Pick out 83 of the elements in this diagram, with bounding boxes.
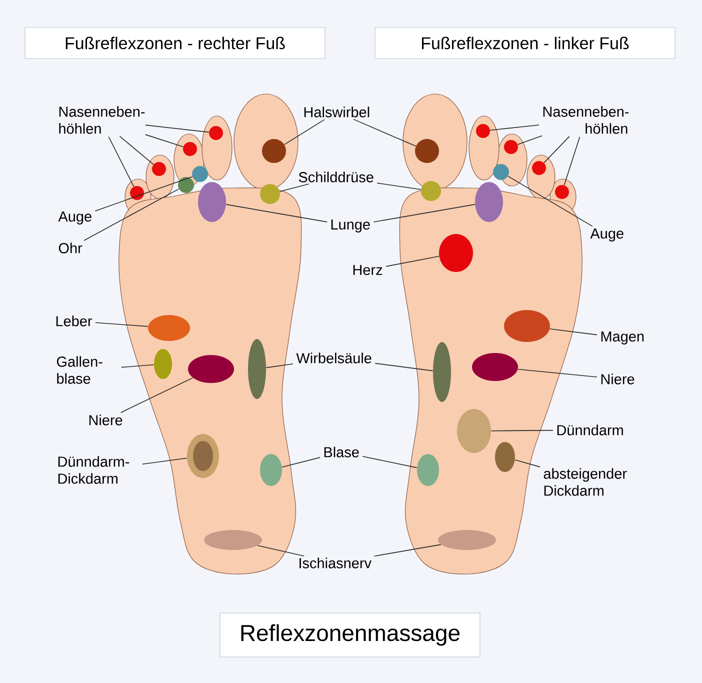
zone-label: Ohr	[58, 242, 82, 254]
zone-label: Herz	[353, 264, 382, 276]
reflex-zone	[493, 164, 509, 180]
reflex-zone	[415, 139, 439, 163]
reflex-zone	[433, 342, 451, 402]
zone-label: Magen	[601, 332, 644, 344]
leader-line	[142, 458, 188, 464]
leader-line	[94, 176, 193, 212]
zone-label: absteigender Dickdarm	[544, 468, 627, 496]
reflex-zone	[154, 349, 172, 379]
reflex-zone	[495, 442, 515, 472]
leader-line	[144, 134, 184, 148]
zone-label: Blase	[324, 446, 359, 458]
reflex-zone	[472, 353, 518, 381]
zone-label: Halswirbel	[304, 106, 370, 118]
reflex-zone	[187, 434, 219, 478]
reflex-zone	[421, 181, 441, 201]
zone-label: Nasenneben- höhlen	[59, 106, 145, 134]
reflex-zone	[192, 166, 208, 182]
heading-box: Fußreflexzonen - rechter Fuß	[24, 27, 326, 59]
leader-line	[564, 136, 580, 186]
reflex-zone	[188, 355, 234, 383]
leader-line	[373, 204, 476, 222]
reflex-zone	[438, 530, 496, 550]
leader-line	[376, 182, 422, 190]
leader-line	[121, 364, 154, 368]
reflex-zone	[204, 530, 262, 550]
leader-line	[549, 328, 598, 336]
zone-label: Ischiasnerv	[300, 558, 372, 568]
leader-line	[84, 188, 180, 241]
zone-label: Auge	[58, 212, 92, 224]
leader-line	[95, 322, 148, 327]
reflex-zone	[504, 140, 518, 154]
reflex-zone	[504, 310, 550, 342]
reflex-zone	[130, 186, 144, 200]
reflex-zone	[209, 126, 223, 140]
reflex-zone	[417, 454, 439, 486]
leader-line	[353, 118, 416, 147]
leader-line	[386, 256, 440, 267]
reflex-zone	[476, 124, 490, 138]
leader-line	[284, 119, 325, 145]
reflex-zone	[183, 142, 197, 156]
zone-label: Auge	[590, 228, 624, 242]
heading-box: Fußreflexzonen - linker Fuß	[374, 27, 676, 59]
reflex-zone	[178, 177, 194, 193]
reflex-zone	[532, 161, 546, 175]
zone-label: Schilddrüse	[298, 172, 374, 182]
reflex-zone	[260, 454, 282, 486]
reflex-zone	[260, 184, 280, 204]
leader-line	[282, 457, 320, 468]
reflex-zone	[457, 409, 491, 453]
leader-line	[119, 136, 154, 165]
leader-line	[518, 368, 598, 378]
leader-line	[226, 204, 328, 222]
zone-label: Nasenneben- höhlen	[543, 106, 629, 134]
leader-line	[544, 136, 570, 164]
leader-line	[508, 176, 593, 227]
zone-label: Niere	[89, 414, 122, 426]
reflex-zone	[555, 185, 569, 199]
reflex-zone	[198, 182, 226, 222]
leader-line	[374, 544, 442, 557]
leader-line	[120, 377, 194, 413]
reflex-zone	[152, 162, 166, 176]
leader-line	[257, 545, 304, 556]
leader-line	[108, 136, 134, 187]
leader-line	[362, 456, 418, 468]
zone-label: Niere	[601, 374, 634, 384]
title-box: Reflexzonenmassage	[220, 612, 480, 658]
zone-label: Dünndarm- Dickdarm	[58, 456, 130, 484]
reflex-zone	[148, 315, 190, 341]
reflex-zone	[439, 234, 473, 272]
leader-line	[514, 459, 540, 468]
zone-label: Gallen- blase	[56, 356, 102, 384]
zone-label: Wirbelsäule	[296, 352, 372, 364]
zone-label: Dünndarm	[557, 424, 623, 436]
reflex-zone	[248, 339, 266, 399]
leader-line	[279, 184, 310, 192]
zone-label: Lunge	[331, 220, 370, 232]
reflex-zone	[475, 182, 503, 222]
zone-label: Leber	[56, 316, 92, 326]
leader-line	[374, 362, 434, 372]
leader-line	[517, 135, 542, 145]
reflex-zone	[262, 139, 286, 163]
